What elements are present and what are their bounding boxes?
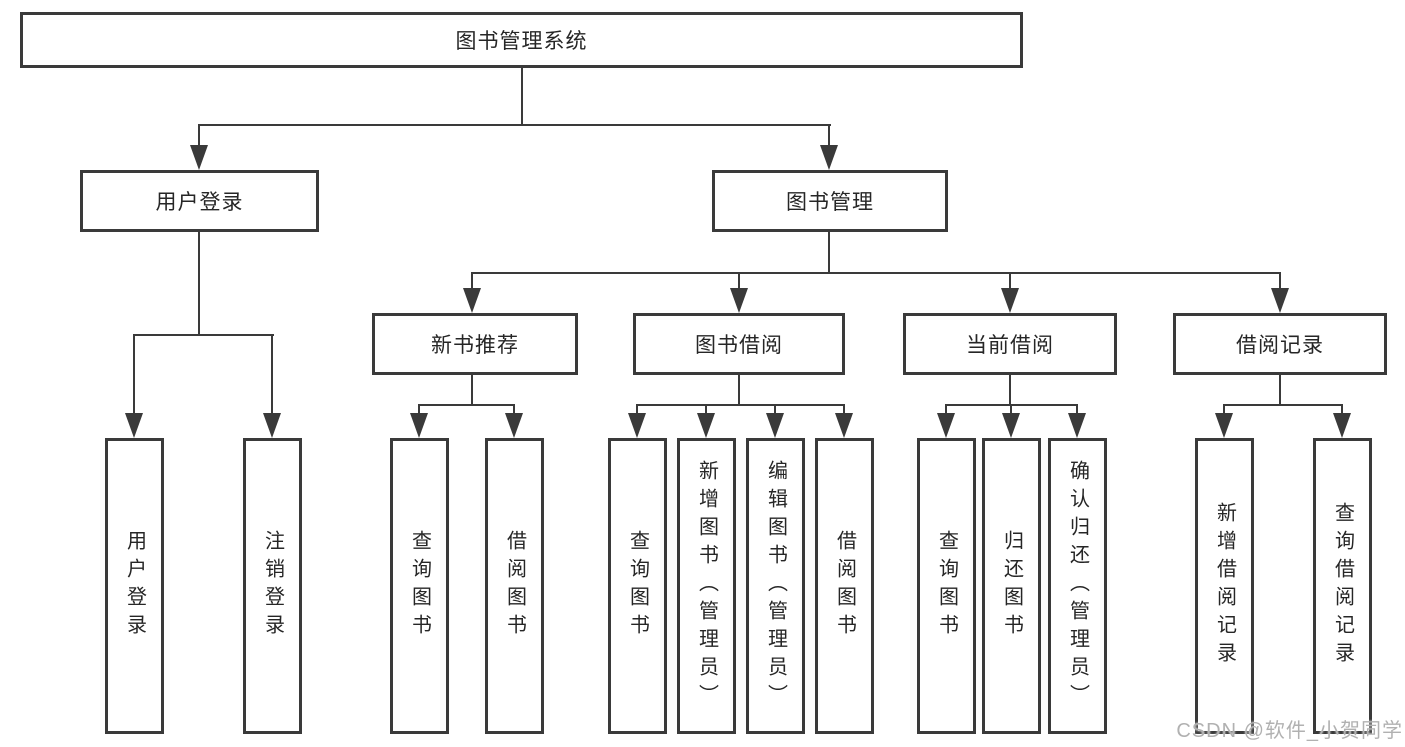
connector-line <box>418 404 420 416</box>
connector-line <box>946 404 1078 406</box>
arrowhead-down-icon <box>1001 288 1019 313</box>
leaf-query-books-recommend: 查询图书 <box>390 438 449 734</box>
node-book-borrowing-label: 图书借阅 <box>695 334 783 357</box>
arrowhead-down-icon <box>1002 413 1020 438</box>
connector-line <box>738 272 740 290</box>
arrowhead-down-icon <box>263 413 281 438</box>
arrowhead-down-icon <box>820 145 838 170</box>
arrowhead-down-icon <box>190 145 208 170</box>
connector-line <box>636 404 638 416</box>
arrowhead-down-icon <box>463 288 481 313</box>
arrowhead-down-icon <box>1333 413 1351 438</box>
connector-line <box>828 231 830 274</box>
leaf-query-books-current-label: 查询图书 <box>935 530 958 642</box>
leaf-query-books-borrow: 查询图书 <box>608 438 667 734</box>
leaf-logout-label: 注销登录 <box>261 530 284 642</box>
leaf-logout: 注销登录 <box>243 438 302 734</box>
arrowhead-down-icon <box>410 413 428 438</box>
node-new-book-recommendation-label: 新书推荐 <box>431 334 519 357</box>
arrowhead-down-icon <box>628 413 646 438</box>
leaf-confirm-return-admin: 确认归还（管理员） <box>1048 438 1107 734</box>
leaf-query-borrow-record: 查询借阅记录 <box>1313 438 1372 734</box>
connector-line <box>471 272 1281 274</box>
connector-line <box>471 272 473 290</box>
arrowhead-down-icon <box>697 413 715 438</box>
arrowhead-down-icon <box>835 413 853 438</box>
leaf-query-books-borrow-label: 查询图书 <box>626 530 649 642</box>
connector-line <box>843 404 845 416</box>
connector-line <box>419 404 515 406</box>
node-book-management-label: 图书管理 <box>786 191 874 214</box>
node-library-management-system: 图书管理系统 <box>20 12 1023 68</box>
leaf-add-borrow-record: 新增借阅记录 <box>1195 438 1254 734</box>
node-book-management: 图书管理 <box>712 170 948 232</box>
connector-line <box>637 404 845 406</box>
connector-line <box>198 124 831 126</box>
connector-line <box>1076 404 1078 416</box>
connector-line <box>271 334 273 414</box>
leaf-borrow-books-recommend-label: 借阅图书 <box>503 530 526 642</box>
node-current-borrowing-label: 当前借阅 <box>966 334 1054 357</box>
connector-line <box>828 124 830 148</box>
arrowhead-down-icon <box>937 413 955 438</box>
connector-line <box>1009 272 1011 290</box>
leaf-borrow-books-recommend: 借阅图书 <box>485 438 544 734</box>
connector-line <box>1010 404 1012 416</box>
leaf-return-book-label: 归还图书 <box>1000 530 1023 642</box>
arrowhead-down-icon <box>730 288 748 313</box>
connector-line <box>133 334 274 336</box>
connector-line <box>198 231 200 335</box>
node-user-login-label: 用户登录 <box>155 191 244 214</box>
connector-line <box>133 334 135 414</box>
arrowhead-down-icon <box>766 413 784 438</box>
arrowhead-down-icon <box>1271 288 1289 313</box>
connector-line <box>945 404 947 416</box>
leaf-query-borrow-record-label: 查询借阅记录 <box>1331 502 1354 670</box>
leaf-borrow-books: 借阅图书 <box>815 438 874 734</box>
leaf-borrow-books-label: 借阅图书 <box>833 530 856 642</box>
arrowhead-down-icon <box>1068 413 1086 438</box>
node-library-management-system-label: 图书管理系统 <box>455 30 588 53</box>
connector-line <box>1223 404 1225 416</box>
connector-line <box>521 67 523 126</box>
node-new-book-recommendation: 新书推荐 <box>372 313 578 375</box>
leaf-add-book-admin: 新增图书（管理员） <box>677 438 736 734</box>
connector-line <box>198 124 200 148</box>
connector-line <box>774 404 776 416</box>
node-user-login: 用户登录 <box>80 170 319 232</box>
connector-line <box>705 404 707 416</box>
leaf-return-book: 归还图书 <box>982 438 1041 734</box>
connector-line <box>1341 404 1343 416</box>
leaf-user-login: 用户登录 <box>105 438 164 734</box>
connector-line <box>1224 404 1343 406</box>
arrowhead-down-icon <box>125 413 143 438</box>
csdn-watermark: CSDN @软件_小贺同学 <box>1176 720 1403 742</box>
arrowhead-down-icon <box>1215 413 1233 438</box>
node-borrowing-records: 借阅记录 <box>1173 313 1387 375</box>
node-current-borrowing: 当前借阅 <box>903 313 1117 375</box>
leaf-add-book-admin-label: 新增图书（管理员） <box>695 460 718 712</box>
connector-line <box>1009 373 1011 406</box>
connector-line <box>471 373 473 406</box>
leaf-user-login-label: 用户登录 <box>123 530 146 642</box>
leaf-query-books-recommend-label: 查询图书 <box>408 530 431 642</box>
connector-line <box>1279 272 1281 290</box>
leaf-add-borrow-record-label: 新增借阅记录 <box>1213 502 1236 670</box>
leaf-edit-book-admin-label: 编辑图书（管理员） <box>764 460 787 712</box>
arrowhead-down-icon <box>505 413 523 438</box>
node-book-borrowing: 图书借阅 <box>633 313 845 375</box>
leaf-edit-book-admin: 编辑图书（管理员） <box>746 438 805 734</box>
connector-line <box>738 373 740 406</box>
connector-line <box>1279 373 1281 406</box>
leaf-query-books-current: 查询图书 <box>917 438 976 734</box>
leaf-confirm-return-admin-label: 确认归还（管理员） <box>1066 460 1089 712</box>
connector-line <box>513 404 515 416</box>
node-borrowing-records-label: 借阅记录 <box>1236 334 1324 357</box>
